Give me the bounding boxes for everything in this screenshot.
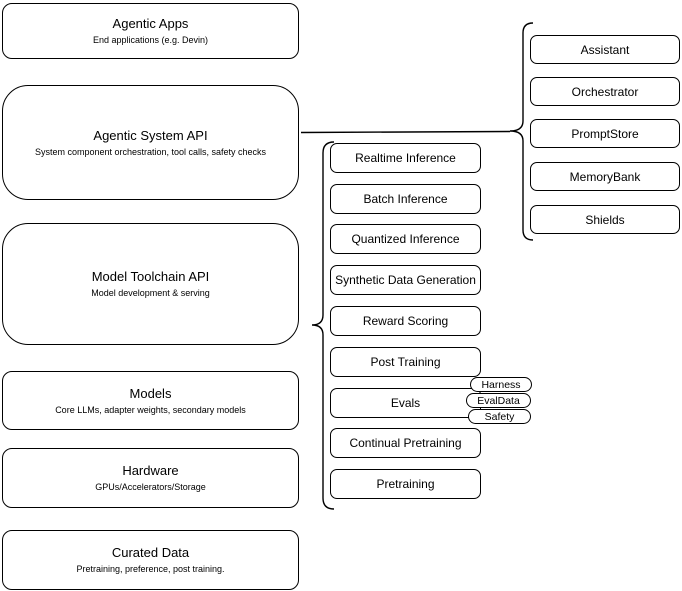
node-title: Curated Data [111,545,190,560]
node-subtitle: End applications (e.g. Devin) [92,35,209,45]
pill-safety: Safety [468,409,531,424]
node-reward-scoring: Reward Scoring [330,306,481,336]
pill-label: Safety [484,410,515,423]
node-label: Shields [585,212,625,227]
node-subtitle: System component orchestration, tool cal… [34,146,267,157]
node-subtitle: GPUs/Accelerators/Storage [95,482,206,492]
node-label: Quantized Inference [351,232,460,246]
node-title: Agentic Apps [112,16,189,31]
node-orchestrator: Orchestrator [530,77,680,106]
node-assistant: Assistant [530,35,680,64]
node-label: Assistant [580,42,630,57]
pill-label: Harness [481,378,521,391]
node-shields: Shields [530,205,680,234]
node-promptstore: PromptStore [530,119,680,148]
node-batch-inference: Batch Inference [330,184,481,214]
node-post-training: Post Training [330,347,481,377]
node-label: Orchestrator [571,84,639,99]
node-title: Hardware [122,463,179,478]
node-label: Batch Inference [363,192,448,206]
node-subtitle: Pretraining, preference, post training. [76,564,225,574]
node-memorybank: MemoryBank [530,162,680,191]
node-model-toolchain-api: Model Toolchain API Model development & … [2,223,299,345]
node-synthetic-data-generation: Synthetic Data Generation [330,265,481,295]
node-evals: Evals [330,388,481,418]
node-agentic-system-api: Agentic System API System component orch… [2,85,299,200]
node-label: Post Training [370,355,441,369]
node-agentic-apps: Agentic Apps End applications (e.g. Devi… [2,3,299,59]
node-label: Realtime Inference [355,151,456,165]
node-label: Evals [390,396,421,410]
connector-line-system-api [300,130,511,134]
node-label: MemoryBank [569,169,641,184]
node-label: Continual Pretraining [349,436,462,450]
node-title: Models [129,385,172,401]
node-label: Synthetic Data Generation [335,273,476,287]
node-title: Agentic System API [93,127,208,143]
node-label: Reward Scoring [362,314,449,328]
node-label: PromptStore [571,126,639,141]
pill-evaldata: EvalData [466,393,531,408]
node-label: Pretraining [376,477,435,491]
node-pretraining: Pretraining [330,469,481,499]
node-realtime-inference: Realtime Inference [330,143,481,173]
node-hardware: Hardware GPUs/Accelerators/Storage [2,448,299,508]
node-subtitle: Model development & serving [91,288,210,298]
pill-harness: Harness [470,377,532,392]
node-subtitle: Core LLMs, adapter weights, secondary mo… [55,404,246,415]
node-title: Model Toolchain API [91,269,210,284]
pill-label: EvalData [477,394,520,407]
node-curated-data: Curated Data Pretraining, preference, po… [2,530,299,590]
node-quantized-inference: Quantized Inference [330,224,481,254]
node-continual-pretraining: Continual Pretraining [330,428,481,458]
node-models: Models Core LLMs, adapter weights, secon… [2,371,299,430]
